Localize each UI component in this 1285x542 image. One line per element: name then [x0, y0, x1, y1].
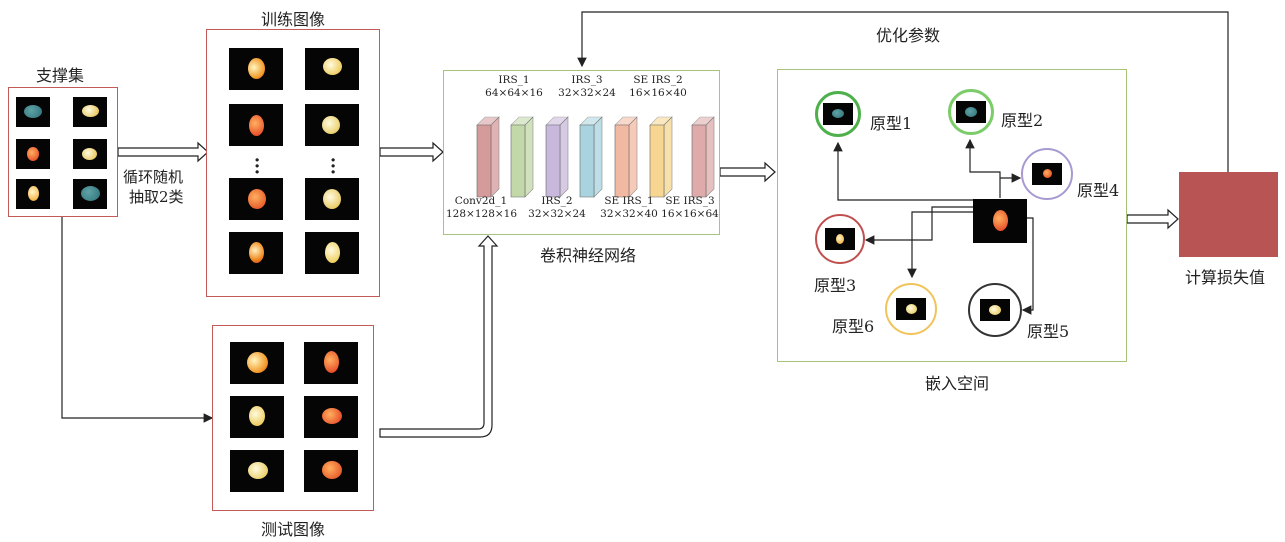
train-images-box: ··· ···: [206, 29, 380, 297]
prototype-3-label: 原型3: [814, 276, 857, 295]
train-ellipsis-1: ···: [254, 150, 261, 183]
support-sample-5: [16, 179, 50, 209]
test-images-title: 测试图像: [261, 520, 326, 539]
prototype-6-image: [896, 298, 926, 320]
support-sample-1: [16, 97, 50, 127]
layer-label-se-irs1: SE IRS_1 32×32×40: [600, 195, 658, 220]
hollow-arrow-test-cnn: [379, 235, 499, 438]
prototype-2-circle: [948, 89, 994, 135]
prototype-2-image: [956, 101, 986, 123]
prototype-1-circle: [815, 91, 861, 137]
cnn-layer-blocks: [476, 116, 715, 198]
cnn-box: [443, 70, 720, 235]
test-images-box: [212, 325, 374, 511]
prototype-5-circle: [968, 283, 1022, 337]
hollow-arrow-cnn-embedding: [719, 161, 776, 183]
train-sample-7: [229, 232, 283, 274]
optimize-feedback-line: [577, 11, 1229, 172]
layer-block-se-irs_1: [614, 116, 638, 198]
layer-label-irs2: IRS_2 32×32×24: [528, 195, 586, 220]
test-sample-6: [304, 450, 358, 492]
hollow-arrow-support-train: [117, 141, 209, 163]
layer-block-conv2d_1: [476, 116, 500, 198]
train-sample-1: [229, 48, 283, 90]
loss-block: [1179, 172, 1278, 257]
support-set-title: 支撑集: [36, 66, 85, 85]
layer-block-irs_3: [579, 116, 603, 198]
prototype-4-image: [1032, 163, 1062, 185]
cnn-title: 卷积神经网络: [540, 246, 637, 265]
prototype-4-label: 原型4: [1077, 181, 1120, 200]
layer-block-irs_1: [510, 116, 534, 198]
prototype-5-label: 原型5: [1027, 322, 1070, 341]
sampling-label-line1: 循环随机: [123, 168, 184, 186]
test-sample-3: [230, 396, 284, 438]
prototype-5-image: [980, 299, 1010, 321]
layer-block-se-irs_3: [691, 116, 715, 198]
train-sample-4: [305, 104, 359, 146]
prototype-1-label: 原型1: [870, 114, 913, 133]
support-sample-6: [73, 179, 107, 209]
embedding-connectors: [833, 138, 1034, 315]
layer-label-irs1: IRS_1 64×64×16: [485, 74, 543, 99]
compute-loss-label: 计算损失值: [1185, 268, 1266, 287]
train-sample-3: [229, 104, 283, 146]
train-sample-5: [229, 178, 283, 220]
layer-block-se-irs_2: [649, 116, 673, 198]
support-set-box: [8, 87, 118, 217]
prototype-2-label: 原型2: [1001, 111, 1044, 130]
prototype-3-image: [825, 228, 855, 250]
prototype-6-label: 原型6: [832, 317, 875, 336]
train-sample-8: [305, 232, 359, 274]
test-sample-2: [304, 342, 358, 384]
train-images-title: 训练图像: [261, 10, 326, 29]
support-sample-4: [73, 139, 107, 169]
prototype-6-circle: [885, 283, 937, 335]
layer-label-se-irs2: SE IRS_2 16×16×40: [629, 74, 687, 99]
prototype-1-image: [823, 103, 853, 125]
layer-label-irs3: IRS_3 32×32×24: [558, 74, 616, 99]
test-sample-1: [230, 342, 284, 384]
query-sample: [973, 199, 1027, 243]
support-to-test-line: [61, 217, 214, 423]
optimize-params-label: 优化参数: [876, 26, 941, 45]
train-sample-2: [305, 48, 359, 90]
test-sample-5: [230, 450, 284, 492]
train-sample-6: [305, 178, 359, 220]
train-ellipsis-2: ···: [330, 150, 337, 183]
support-sample-3: [16, 139, 50, 169]
embedding-space-box: [777, 69, 1127, 362]
layer-label-conv2d1: Conv2d_1 128×128×16: [446, 195, 518, 220]
sampling-label-line2: 抽取2类: [129, 188, 184, 206]
support-sample-2: [73, 97, 107, 127]
embedding-space-title: 嵌入空间: [925, 374, 990, 393]
prototype-3-circle: [815, 214, 865, 264]
test-sample-4: [304, 396, 358, 438]
hollow-arrow-embedding-loss: [1126, 208, 1179, 230]
hollow-arrow-train-cnn: [379, 141, 444, 163]
layer-block-irs_2: [545, 116, 569, 198]
prototype-4-circle: [1021, 148, 1073, 200]
layer-label-se-irs3: SE IRS_3 16×16×64: [661, 195, 719, 220]
